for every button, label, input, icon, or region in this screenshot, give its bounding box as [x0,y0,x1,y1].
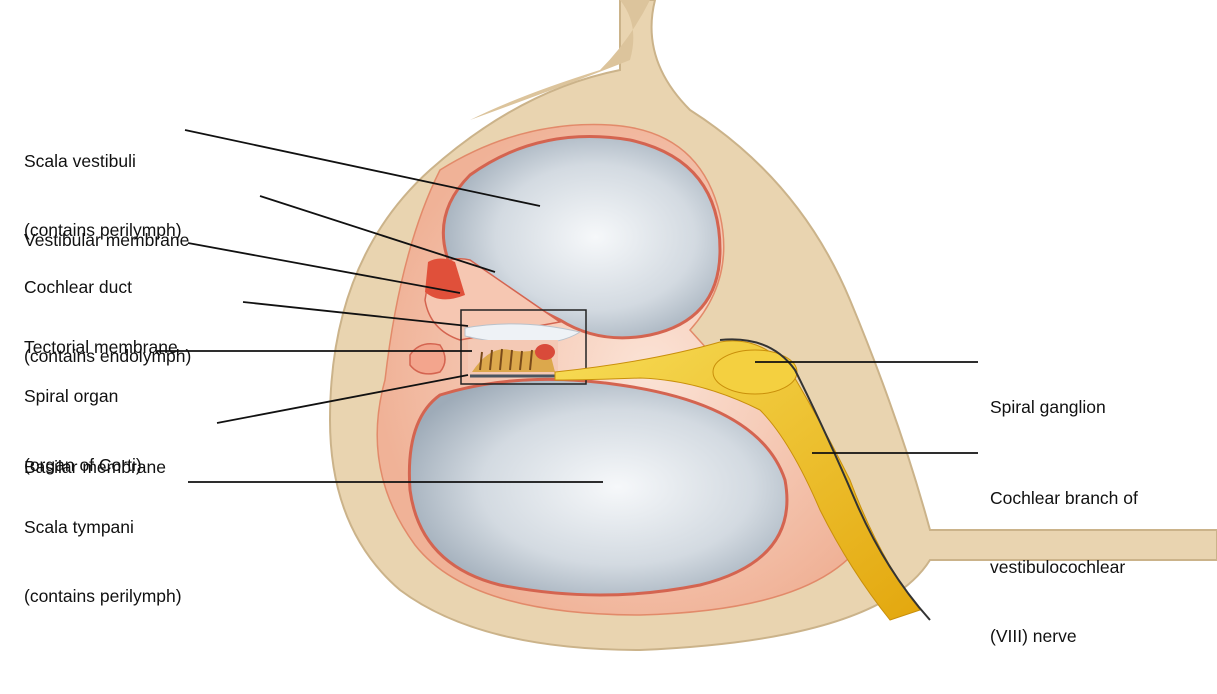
spiral-lamina [410,344,445,374]
label-line: Spiral ganglion [990,396,1106,419]
label-line: vestibulocochlear [990,556,1138,579]
label-line: Scala tympani [24,516,182,539]
spiral-organ-cells [468,340,560,376]
label-line: Cochlear branch of [990,487,1138,510]
label-line: (VIII) nerve [990,625,1138,648]
label-line: Scala vestibuli [24,150,182,173]
cochlea-diagram: Scala vestibuli (contains perilymph) Ves… [0,0,1217,657]
label-line: (contains perilymph) [24,585,182,608]
label-line: Spiral organ [24,385,142,408]
label-cochlear-branch: Cochlear branch of vestibulocochlear (VI… [990,441,1138,694]
spiral-ganglion-shape [713,350,797,394]
label-scala-tympani: Scala tympani (contains perilymph) [24,470,182,654]
